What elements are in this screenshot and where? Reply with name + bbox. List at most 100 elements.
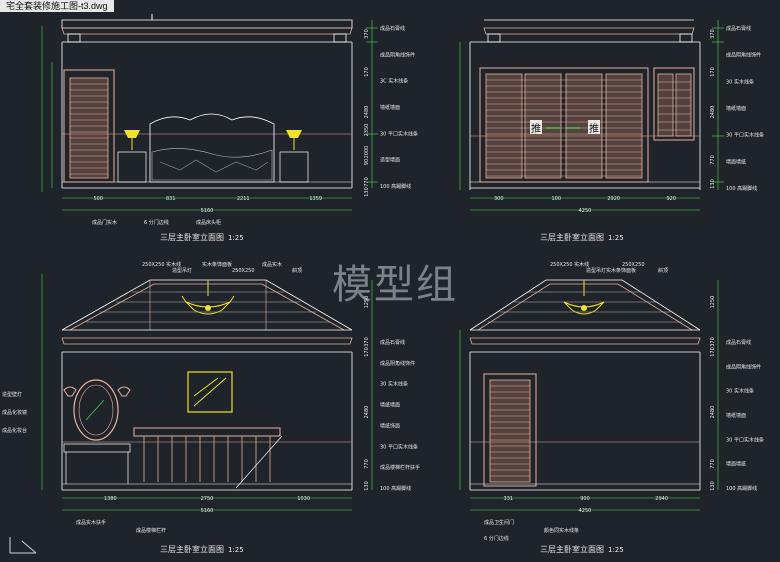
right-note: 30 实木线条 — [380, 381, 408, 388]
view-title: 三层主卧室立面图 — [160, 544, 224, 554]
total-dimension: 5160 — [201, 208, 214, 214]
height-dimension: 370 — [364, 337, 370, 347]
ucs-icon — [9, 537, 37, 554]
right-note: 30 平口实木线条 — [380, 443, 418, 450]
right-note: 墙纸墙面 — [380, 104, 400, 111]
top-note: 250X250 — [232, 268, 255, 274]
elevation-view-4 — [459, 279, 719, 511]
top-note: 实木条饰面板 — [202, 261, 232, 268]
right-note: 墙面墙纸 — [726, 461, 746, 468]
height-dimension: 170 — [364, 67, 370, 77]
right-note: 墙纸墙面 — [380, 402, 400, 409]
total-dimension: 4250 — [579, 508, 592, 514]
right-note: 30 平口实木线条 — [726, 436, 764, 443]
right-note: 30 实木线条 — [726, 78, 754, 85]
dimension-label: 100 — [551, 196, 561, 202]
height-dimension: 2480 — [710, 106, 716, 119]
height-dimension: 2350 — [364, 124, 370, 137]
dimension-label: 831 — [166, 196, 176, 202]
right-note: 墙面墙纸 — [726, 158, 746, 165]
dimension-label: 1030 — [297, 496, 310, 502]
height-dimension: 130 — [364, 481, 370, 491]
height-dimension: 130 — [364, 187, 370, 197]
elevation-view-1 — [41, 14, 378, 211]
right-note: 100 高踢脚线 — [726, 185, 757, 192]
left-note: 成品化妆台 — [2, 427, 27, 434]
top-note: 250X250 实木线 — [550, 261, 589, 268]
height-dimension: 370 — [364, 29, 370, 39]
height-dimension: 2480 — [364, 106, 370, 119]
right-note: 成品阴角线饰件 — [380, 51, 415, 58]
right-note: 30 平口实木线条 — [380, 130, 418, 137]
right-note: 墙纸墙面 — [726, 105, 746, 112]
cad-drawing: 推 推 — [2, 14, 764, 554]
top-note: 斜顶 — [658, 267, 668, 274]
height-dimension: 770 — [710, 459, 716, 469]
dimension-label: 1359 — [309, 196, 322, 202]
right-note: 100 高踢脚线 — [380, 485, 411, 492]
top-note: 造型吊灯 — [172, 267, 192, 274]
view-title: 三层主卧室立面图 — [160, 232, 224, 242]
door-push-label-b: 推 — [589, 122, 599, 135]
bottom-note: 6 分门边线 — [484, 535, 509, 542]
bottom-note: 成品床头柜 — [196, 219, 221, 226]
view-scale: 1:25 — [228, 546, 244, 554]
dimension-label: 2211 — [237, 196, 250, 202]
right-note: 100 高踢脚线 — [380, 183, 411, 190]
drawing-canvas[interactable]: 推 推 — [0, 12, 780, 558]
dimension-label: 1380 — [104, 496, 117, 502]
dimension-label: 900 — [580, 496, 590, 502]
dimension-label: 920 — [666, 196, 676, 202]
left-note: 成品化妆镜 — [2, 409, 27, 416]
file-tab[interactable]: 宅全套装修施工图-t3.dwg — [0, 0, 114, 12]
right-note: 30 实木线条 — [726, 388, 754, 395]
right-note: 成品阴角线饰件 — [726, 363, 761, 370]
height-dimension: 1250 — [710, 296, 716, 309]
bottom-note: 成品门实木 — [92, 219, 117, 226]
height-dimension: 90 — [364, 159, 370, 165]
dimension-label: 2940 — [655, 496, 668, 502]
bottom-note: 颜色同实木线条 — [544, 527, 579, 534]
height-dimension: 770 — [364, 177, 370, 187]
right-note: 成品石膏线 — [726, 339, 751, 346]
right-note: 成品石膏线 — [726, 25, 751, 32]
right-note: 墙纸墙面 — [726, 412, 746, 419]
elevation-view-3 — [41, 274, 373, 511]
height-dimension: 1250 — [364, 296, 370, 309]
height-dimension: 2000 — [364, 146, 370, 159]
height-dimension: 770 — [364, 459, 370, 469]
top-note: 造型吊灯实木条饰面板 — [586, 267, 636, 274]
right-note: 3C 实木线条 — [380, 78, 408, 85]
view-title: 三层主卧室立面图 — [540, 232, 604, 242]
bottom-note: 成品实木扶手 — [76, 519, 106, 526]
top-note: 250X250 实木线 — [142, 261, 181, 268]
top-note: 250X250 — [622, 262, 645, 268]
dimension-label: 300 — [494, 196, 504, 202]
height-dimension: 170 — [364, 347, 370, 357]
top-note: 斜顶 — [292, 267, 302, 274]
view-scale: 1:25 — [228, 234, 244, 242]
bottom-note: 成品楼梯栏杆 — [136, 527, 166, 534]
right-note: 墙纸饰面 — [380, 422, 400, 429]
height-dimension: 2480 — [710, 406, 716, 419]
total-dimension: 4250 — [579, 208, 592, 214]
view-scale: 1:25 — [608, 234, 624, 242]
height-dimension: 170 — [710, 67, 716, 77]
right-note: 成品阴角线饰件 — [726, 52, 761, 59]
height-dimension: 370 — [710, 29, 716, 39]
right-note: 30 平口实木线条 — [726, 132, 764, 139]
total-dimension: 5160 — [201, 508, 214, 514]
height-dimension: 370 — [710, 337, 716, 347]
right-note: 造型墙面 — [380, 157, 400, 164]
height-dimension: 2480 — [364, 406, 370, 419]
door-push-label-a: 推 — [531, 122, 541, 135]
elevation-view-2: 推 推 — [459, 19, 724, 211]
dimension-label: 500 — [93, 196, 103, 202]
dimension-label: 2750 — [201, 496, 214, 502]
height-dimension: 130 — [710, 179, 716, 189]
dimension-label: 331 — [504, 496, 514, 502]
right-note: 成品石膏线 — [380, 339, 405, 346]
view-scale: 1:25 — [608, 546, 624, 554]
right-note: 成品石膏线 — [380, 25, 405, 32]
